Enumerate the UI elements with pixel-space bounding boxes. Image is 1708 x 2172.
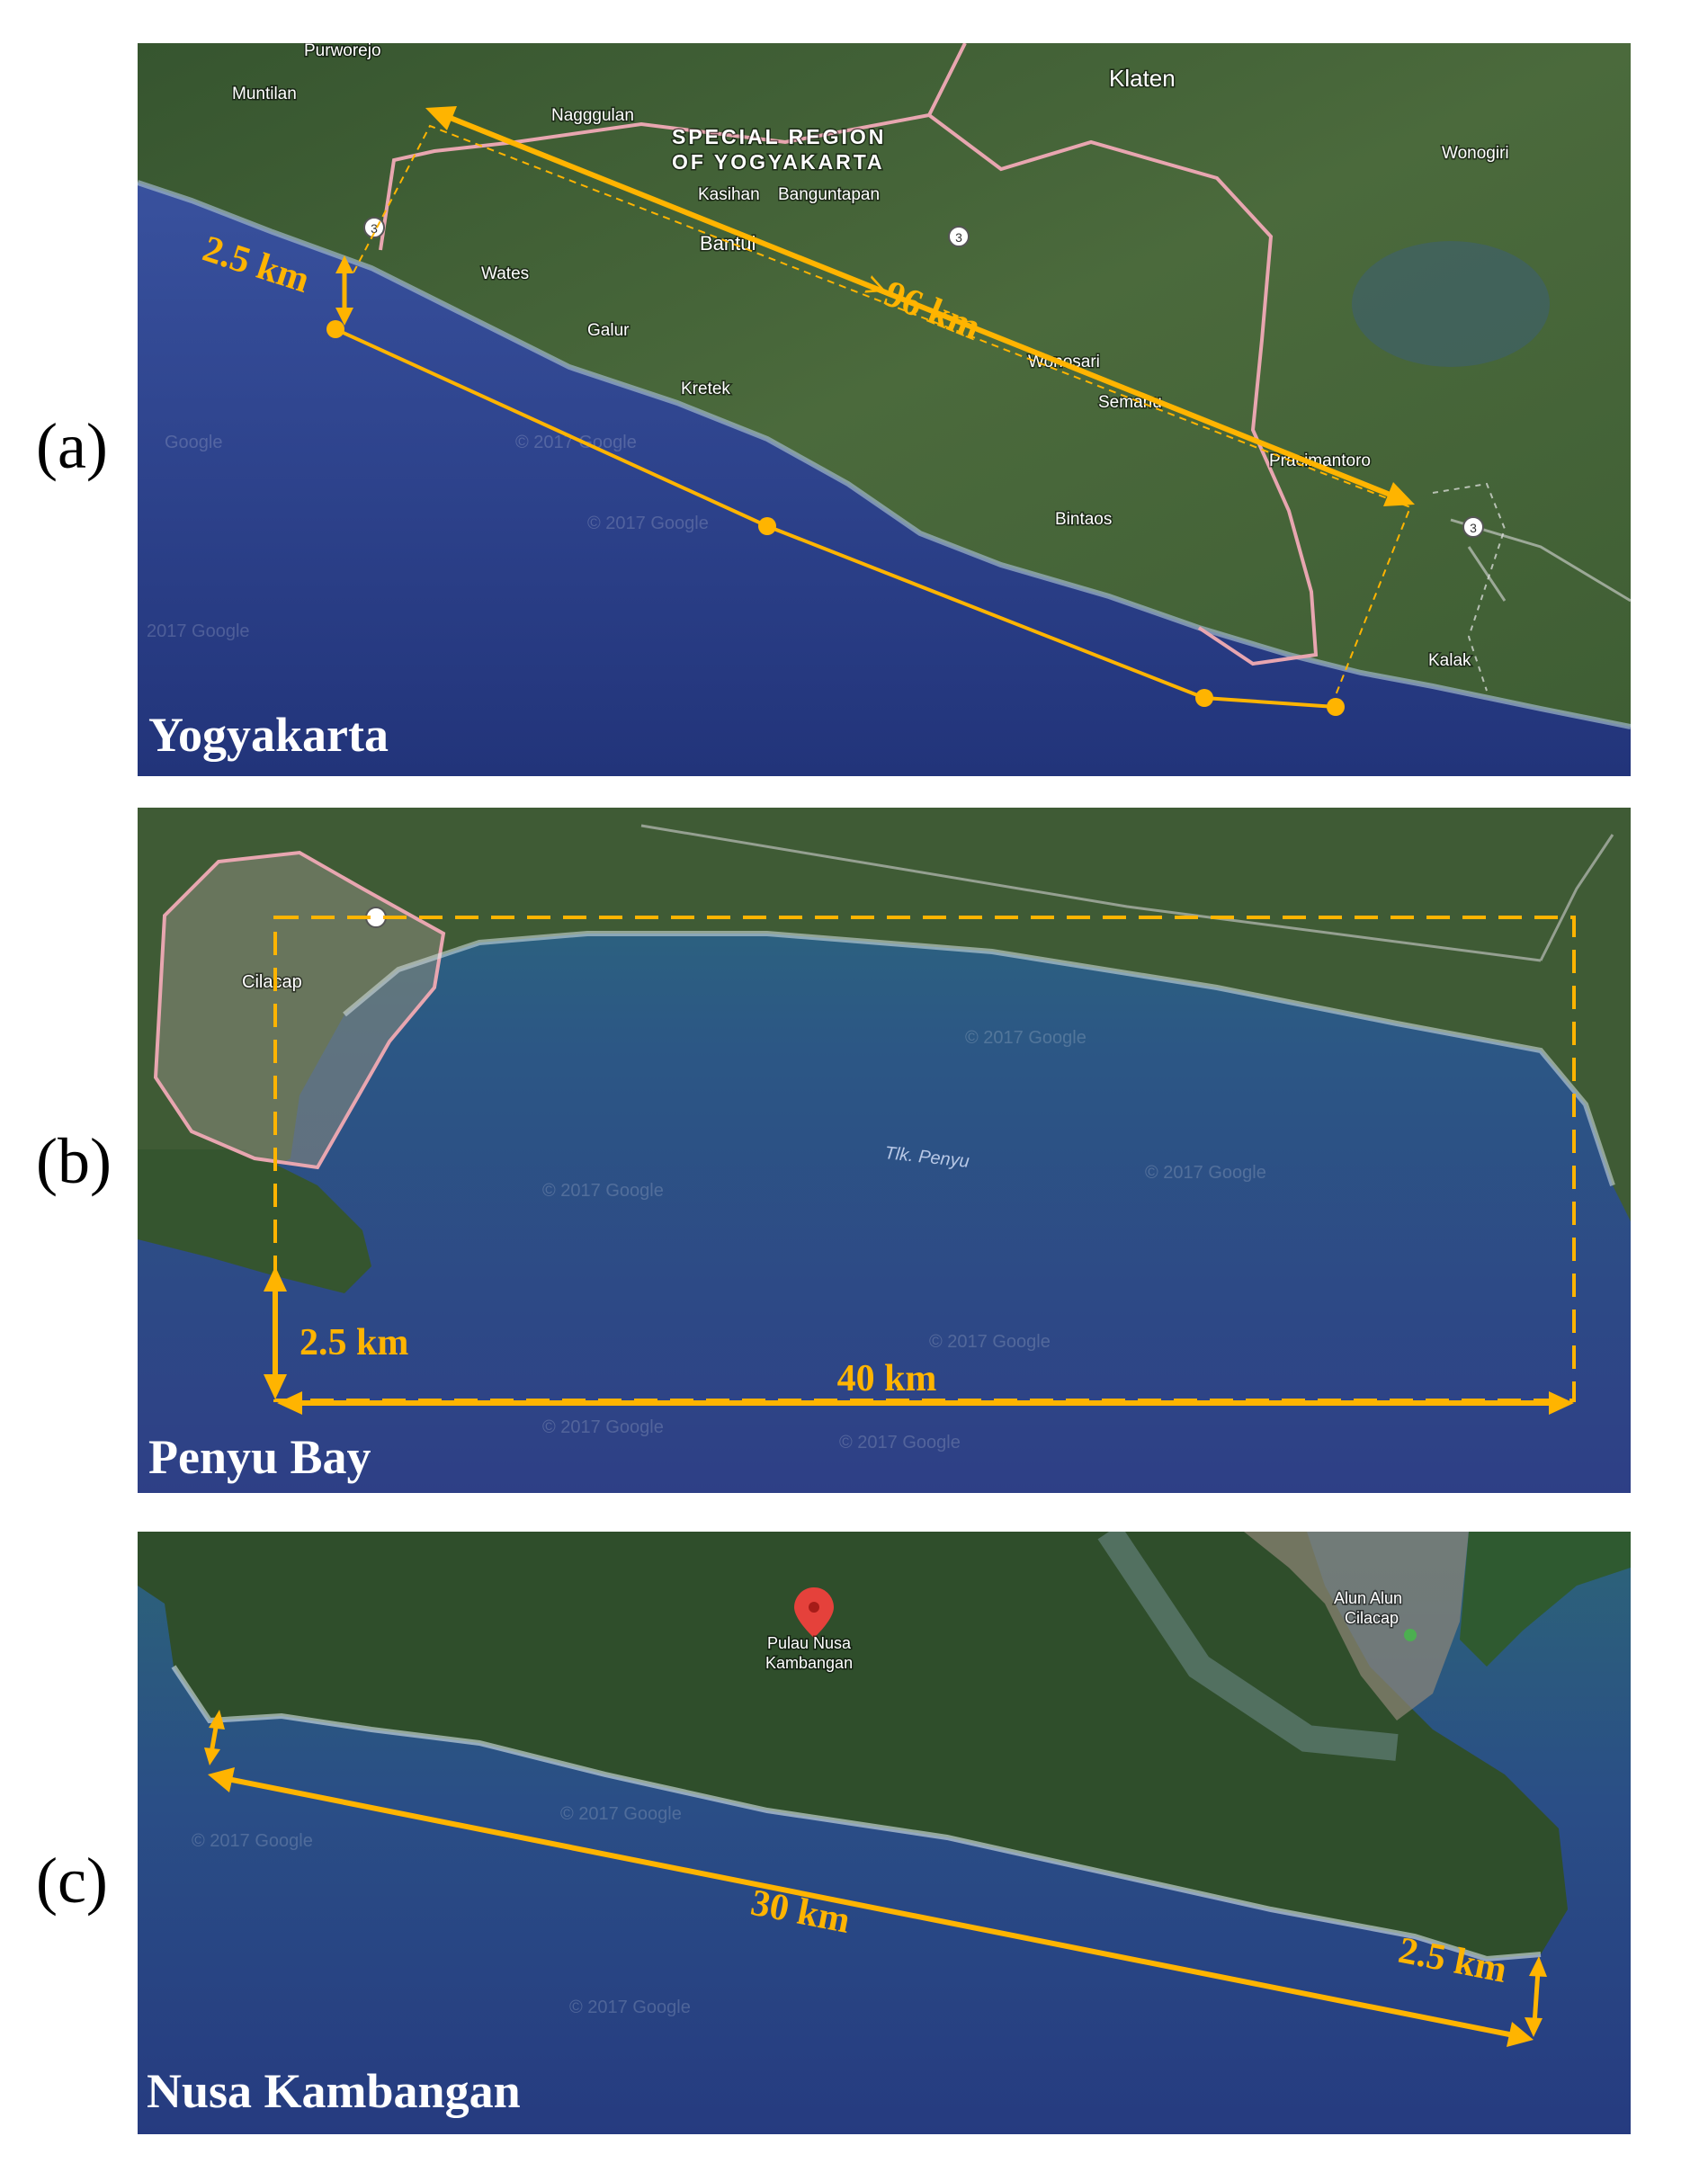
panel-c-label: (c)	[36, 1845, 108, 1917]
map-yogyakarta-svg: Purworejo Muntilan Nagggulan Klaten Wono…	[138, 43, 1631, 776]
watermark: Google	[165, 433, 223, 452]
coastline	[343, 931, 1615, 1186]
line-node	[1327, 698, 1345, 716]
region-border	[379, 43, 1319, 666]
map-penyu-bay: Cilacap Tlk. Penyu © 2017 Google © 2017 …	[138, 808, 1631, 1493]
study-area-outline	[353, 124, 1412, 701]
place-nagggulan: Nagggulan	[551, 106, 634, 125]
watermark: © 2017 Google	[839, 1433, 961, 1452]
watermark: © 2017 Google	[542, 1417, 664, 1437]
line-node	[326, 320, 344, 338]
place-cilacap: Cilacap	[242, 972, 302, 992]
svg-text:3: 3	[1470, 521, 1477, 535]
watermark: © 2017 Google	[569, 1998, 691, 2017]
location-pin-icon[interactable]	[794, 1587, 834, 1638]
place-kretek: Kretek	[681, 380, 730, 398]
river-channel	[1097, 1532, 1399, 1761]
panel-a-label: (a)	[36, 410, 108, 482]
city-border	[153, 850, 446, 1170]
place-klaten: Klaten	[1109, 65, 1176, 92]
length-arrow	[277, 1391, 1574, 1415]
offshore-line	[335, 327, 1337, 709]
place-alun-alun: Alun Alun	[1334, 1589, 1402, 1607]
place-wates: Wates	[481, 264, 529, 283]
land-area	[138, 808, 1631, 1221]
mainland-area	[1460, 1532, 1631, 1667]
watermark: 2017 Google	[147, 621, 250, 641]
region-label-line2: OF YOGYAKARTA	[672, 150, 885, 174]
panel-title: Yogyakarta	[148, 708, 389, 762]
place-semanu: Semanu	[1098, 393, 1162, 412]
place-kalak: Kalak	[1428, 651, 1471, 670]
line-node	[758, 517, 776, 535]
place-kasihan: Kasihan	[698, 185, 760, 204]
map-penyu-bay-svg: Cilacap Tlk. Penyu © 2017 Google © 2017 …	[138, 808, 1631, 1493]
road-marker: 3	[1462, 516, 1484, 538]
panel-title: Nusa Kambangan	[147, 2064, 521, 2118]
width-arrow	[264, 1266, 287, 1399]
map-nusa-kambangan-svg: Pulau Nusa Kambangan Alun Alun Cilacap ©…	[138, 1532, 1631, 2134]
coastline	[138, 180, 1631, 729]
place-galur: Galur	[587, 321, 630, 340]
city-area	[1244, 1532, 1469, 1721]
coastline	[171, 1665, 1542, 1962]
road	[640, 824, 1614, 962]
place-wonogiri: Wonogiri	[1442, 144, 1509, 163]
reservoir	[1352, 241, 1550, 367]
width-arrow-west	[204, 1710, 225, 1765]
watermark: © 2017 Google	[560, 1804, 682, 1824]
park-icon	[1404, 1629, 1417, 1641]
width-arrow	[335, 255, 353, 326]
land-area	[138, 43, 1631, 727]
place-alun-alun-cilacap: Cilacap	[1345, 1609, 1399, 1627]
width-label: 2.5 km	[300, 1322, 408, 1363]
island-land	[138, 1532, 1568, 1959]
panel-b-label: (b)	[36, 1125, 112, 1197]
watermark: © 2017 Google	[587, 514, 709, 533]
length-label: 40 km	[837, 1358, 937, 1399]
length-arrow	[208, 1767, 1534, 2047]
watermark: © 2017 Google	[515, 433, 637, 452]
watermark: © 2017 Google	[1145, 1163, 1266, 1183]
place-pulau-nusa: Pulau Nusa	[767, 1634, 852, 1652]
watermark: © 2017 Google	[192, 1831, 313, 1851]
region-label-line1: SPECIAL REGION	[672, 125, 886, 148]
map-nusa-kambangan: Pulau Nusa Kambangan Alun Alun Cilacap ©…	[138, 1532, 1631, 2134]
svg-text:3: 3	[371, 221, 378, 236]
watermark: © 2017 Google	[965, 1028, 1087, 1048]
length-arrow	[425, 106, 1415, 506]
width-arrow-east	[1525, 1956, 1547, 2037]
place-purworejo: Purworejo	[304, 43, 381, 60]
place-muntilan: Muntilan	[232, 85, 297, 103]
panel-title: Penyu Bay	[148, 1430, 371, 1484]
place-kambangan: Kambangan	[765, 1654, 853, 1672]
city-area	[156, 853, 443, 1167]
place-banguntapan: Banguntapan	[778, 185, 880, 204]
place-bintaos: Bintaos	[1055, 510, 1112, 529]
island-tip	[138, 1149, 371, 1293]
watermark: © 2017 Google	[542, 1181, 664, 1201]
place-bantul: Bantul	[700, 232, 756, 255]
district-border	[1432, 482, 1507, 692]
watermark: © 2017 Google	[929, 1332, 1051, 1352]
road-marker: 3	[948, 226, 970, 247]
svg-text:3: 3	[955, 230, 962, 245]
map-yogyakarta: Purworejo Muntilan Nagggulan Klaten Wono…	[138, 43, 1631, 776]
line-node	[1195, 689, 1213, 707]
